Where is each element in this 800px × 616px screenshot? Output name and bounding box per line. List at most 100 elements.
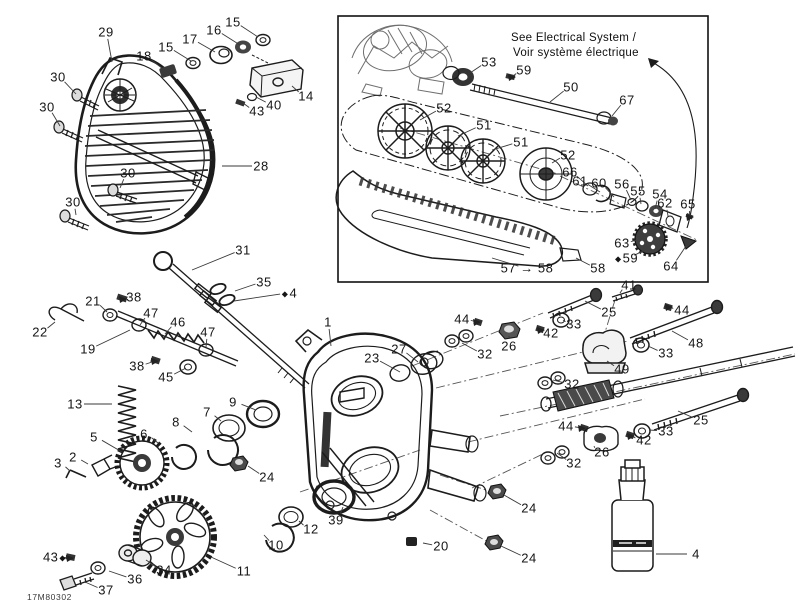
callout-51: 51 — [513, 134, 529, 150]
callout-30: 30 — [65, 194, 81, 210]
small-part-glyph — [665, 304, 673, 311]
callout-16: 16 — [206, 22, 222, 38]
leader-line — [605, 187, 615, 198]
callout-56: 56 — [614, 176, 630, 192]
callout-31: 31 — [235, 242, 251, 258]
leader-line — [119, 178, 125, 189]
cover-hook — [101, 57, 123, 76]
bolt-37 — [59, 572, 95, 591]
callout-66: 66 — [562, 164, 578, 180]
leader-line — [552, 379, 564, 383]
callout-15: 15 — [225, 14, 241, 30]
figure-code: 17M80302 — [27, 592, 72, 602]
callout-35: 35 — [256, 274, 272, 290]
callout-36: 36 — [127, 571, 143, 587]
callout-32: 32 — [477, 346, 493, 362]
callout-59: 59 — [516, 62, 532, 78]
callout-26: 26 — [594, 444, 610, 460]
callout-37: 37 — [98, 582, 114, 598]
callout-39: 39 — [328, 512, 344, 528]
wire-arrowhead — [648, 58, 659, 68]
callout-38: 38 — [126, 289, 142, 305]
callout-33: 33 — [658, 345, 674, 361]
leader-line — [328, 328, 332, 347]
leader-line — [671, 330, 689, 341]
leader-line — [173, 367, 187, 375]
rubber-mount-49 — [582, 329, 627, 374]
leader-line — [500, 545, 521, 556]
leader-line — [503, 494, 522, 506]
leader-line — [205, 338, 208, 348]
leader-line — [611, 104, 622, 117]
callout-13: 13 — [67, 396, 83, 412]
callout-44: 44 — [558, 418, 574, 434]
nut-26a — [498, 321, 521, 340]
callout-51: 51 — [476, 117, 492, 133]
pulley-train — [377, 103, 573, 201]
leader-line — [164, 326, 172, 335]
leader-line — [173, 50, 192, 62]
leader-line — [107, 38, 113, 63]
leader-line — [101, 439, 123, 453]
oil-bottle — [611, 459, 654, 572]
leader-line — [587, 183, 601, 193]
drain-plug-20 — [406, 537, 417, 546]
callout-28: 28 — [253, 158, 269, 174]
leader-line — [291, 85, 299, 93]
callout-42: 42 — [636, 432, 652, 448]
nut-26c — [583, 425, 619, 452]
callout-33: 33 — [658, 423, 674, 439]
callout-11: 11 — [236, 563, 252, 579]
lubricant-icon: ◆ — [59, 553, 67, 563]
driven-pulley-small — [632, 212, 698, 257]
leader-lines — [47, 25, 694, 588]
callout-26: 26 — [501, 338, 517, 354]
callout-42: 42 — [543, 325, 559, 341]
callout-65: 65 — [680, 196, 696, 212]
electrical-note-line1: See Electrical System / — [511, 32, 637, 44]
callout-32: 32 — [564, 376, 580, 392]
callout-30: 30 — [39, 99, 55, 115]
leader-line — [556, 452, 567, 460]
small-part-glyph — [686, 214, 694, 221]
callout-41: 41 — [621, 277, 637, 293]
leader-line — [64, 81, 77, 95]
callout-3: 3 — [54, 455, 62, 471]
leader-line — [549, 90, 564, 103]
callout-8: 8 — [172, 414, 180, 430]
leader-line — [47, 321, 56, 329]
callout-7: 7 — [203, 404, 211, 420]
recoil-pulley — [103, 78, 137, 112]
callout-18: 18 — [136, 48, 152, 64]
callout-57→58: 57 → 58 — [500, 260, 554, 276]
leader-line — [298, 520, 304, 526]
leader-line — [584, 300, 602, 310]
engine-sketch — [351, 24, 453, 97]
electrical-note-line2: Voir système électrique — [513, 46, 639, 59]
leader-line — [676, 245, 687, 261]
leader-line — [406, 352, 419, 363]
leader-line — [191, 252, 235, 271]
callout-1: 1 — [324, 314, 332, 330]
leader-line — [65, 466, 71, 472]
spacer-34 — [118, 544, 152, 567]
leader-line — [422, 542, 433, 546]
callout-59: ◆59 — [614, 250, 639, 266]
callout-30: 30 — [120, 165, 136, 181]
leader-line — [84, 581, 98, 588]
belt-outline — [340, 94, 643, 213]
callout-47: 47 — [143, 305, 159, 321]
callout-52: 52 — [560, 147, 576, 163]
leader-line — [242, 102, 250, 108]
leader-line — [233, 293, 281, 302]
small-part-glyph — [578, 425, 586, 432]
callout-44: 44 — [454, 311, 470, 327]
callout-63: 63 — [614, 235, 630, 251]
callout-50: 50 — [563, 79, 579, 95]
mount-nuts — [484, 483, 507, 551]
callout-43: 43 — [249, 103, 265, 119]
callout-25: 25 — [601, 304, 617, 320]
callout-60: 60 — [591, 175, 607, 191]
callout-45: 45 — [158, 369, 174, 385]
